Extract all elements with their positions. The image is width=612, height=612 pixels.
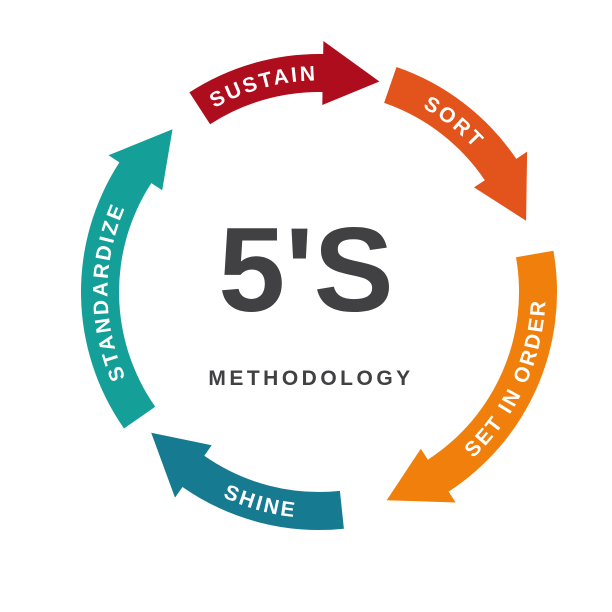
segment-sort: SORT [384,67,528,221]
arrow-set-in-order [386,250,558,503]
center-subtitle: METHODOLOGY [208,367,413,390]
arrow-sort [384,67,528,221]
segment-standardize: STANDARDIZE [80,129,173,429]
arrow-sustain [189,41,380,125]
arrow-standardize [80,129,173,429]
segment-shine: SHINE [151,432,344,531]
segment-sustain: SUSTAIN [189,41,380,125]
center-title: 5'S [218,203,393,337]
arrow-shine [151,432,344,531]
